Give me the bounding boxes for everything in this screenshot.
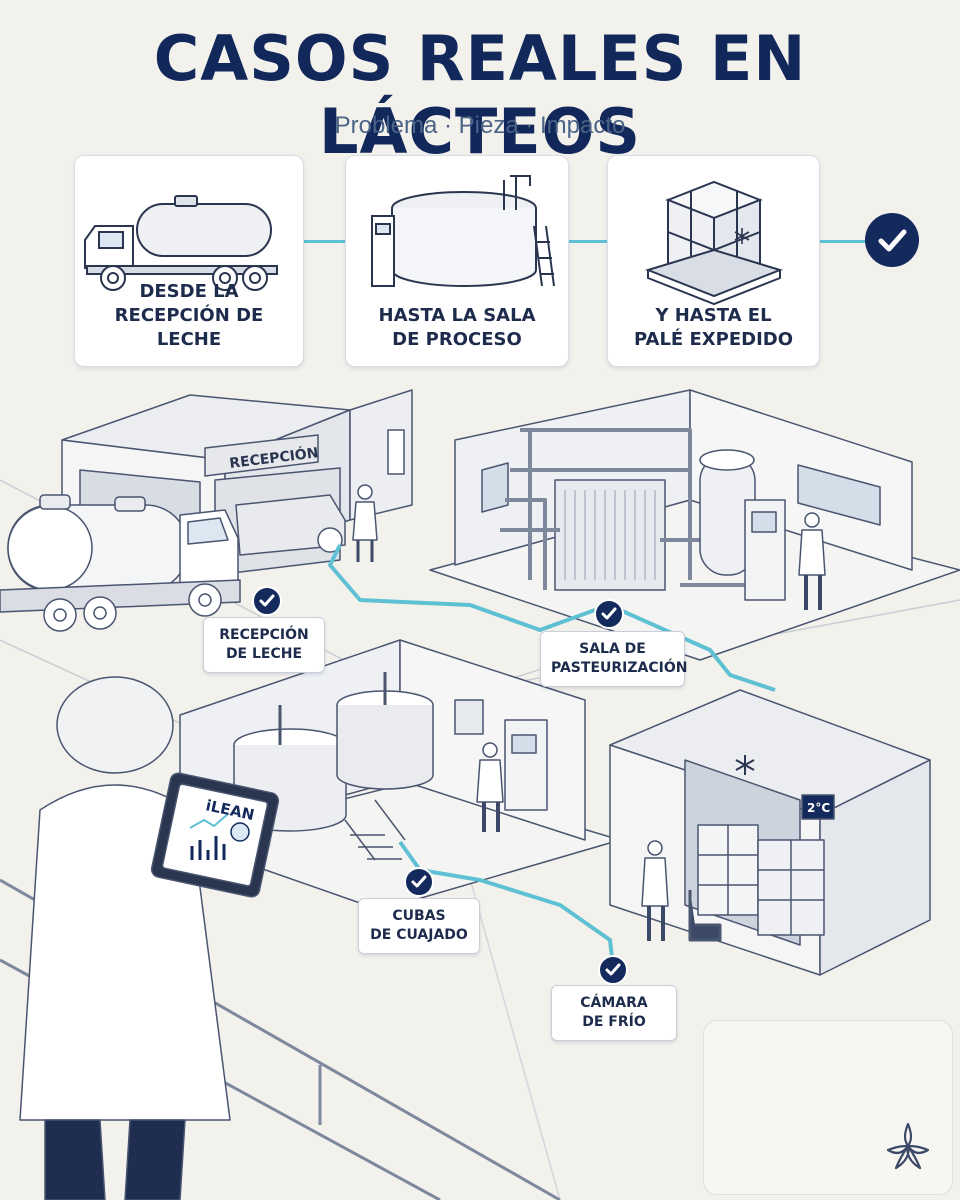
milk-tanker [0, 494, 346, 632]
check-icon [404, 867, 434, 897]
check-icon [598, 955, 628, 985]
sparkle-logo-icon [886, 1122, 930, 1170]
flow-connector-1 [304, 240, 346, 243]
flow-connector-2 [568, 240, 608, 243]
cold-temp-display: 2°C [807, 801, 830, 815]
tag-curdling-vats: CUBAS DE CUAJADO [358, 898, 480, 954]
process-tank-icon [371, 175, 555, 287]
tag-pasteurization-room: SALA DE PASTEURIZACIÓN [540, 631, 687, 687]
pasteurization-room [429, 389, 960, 661]
step-card-process: HASTA LA SALA DE PROCESO [345, 155, 569, 367]
page-subtitle: Problema · Pieza · Impacto [334, 112, 626, 139]
cold-room: 2°C [609, 689, 931, 976]
worker-reception [352, 484, 378, 562]
page-title: CASOS REALES EN LÁCTEOS [153, 22, 807, 168]
step-card-pallet: Y HASTA EL PALÉ EXPEDIDO [607, 155, 820, 367]
tag-milk-reception: RECEPCIÓN DE LECHE [203, 617, 325, 673]
check-icon [252, 586, 282, 616]
step-label-process: HASTA LA SALA DE PROCESO [378, 305, 536, 350]
step-card-reception: DESDE LA RECEPCIÓN DE LECHE [74, 155, 304, 367]
pallet-icon [644, 180, 784, 306]
step-label-reception: DESDE LA RECEPCIÓN DE LECHE [114, 281, 264, 350]
factory-scene: RECEPCIÓN [0, 389, 960, 1200]
corner-panel [703, 1020, 953, 1195]
inspector-figure: iLEAN [19, 676, 280, 1200]
check-icon [594, 599, 624, 629]
flow-connector-3 [820, 240, 866, 243]
check-icon [865, 213, 919, 267]
tag-cold-room: CÁMARA DE FRÍO [551, 985, 677, 1041]
tanker-truck-icon [84, 195, 278, 291]
step-label-pallet: Y HASTA EL PALÉ EXPEDIDO [633, 305, 794, 350]
